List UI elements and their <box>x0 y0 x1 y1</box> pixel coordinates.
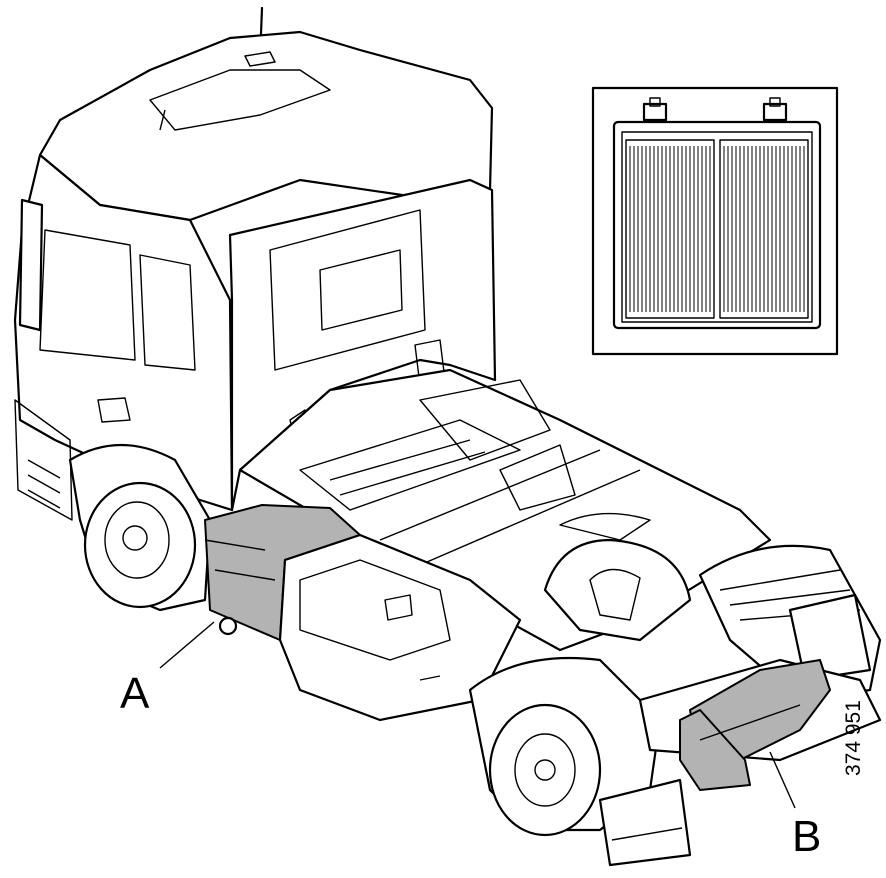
front-wheel <box>68 444 212 612</box>
callout-label-b: B <box>792 812 822 861</box>
battery-location-b <box>679 659 831 791</box>
leader-line-b <box>769 751 796 809</box>
figure-reference-number: 374 951 <box>842 700 865 776</box>
callout-leaders <box>159 621 796 809</box>
battery-location-a <box>204 504 522 722</box>
callout-label-a: A <box>120 669 150 718</box>
battery-cell-plates <box>629 146 805 312</box>
chassis-frame <box>238 368 772 652</box>
truck-cab <box>13 6 497 521</box>
battery-icon <box>642 97 788 122</box>
leader-line-a <box>159 621 215 669</box>
battery-inset <box>591 86 839 356</box>
